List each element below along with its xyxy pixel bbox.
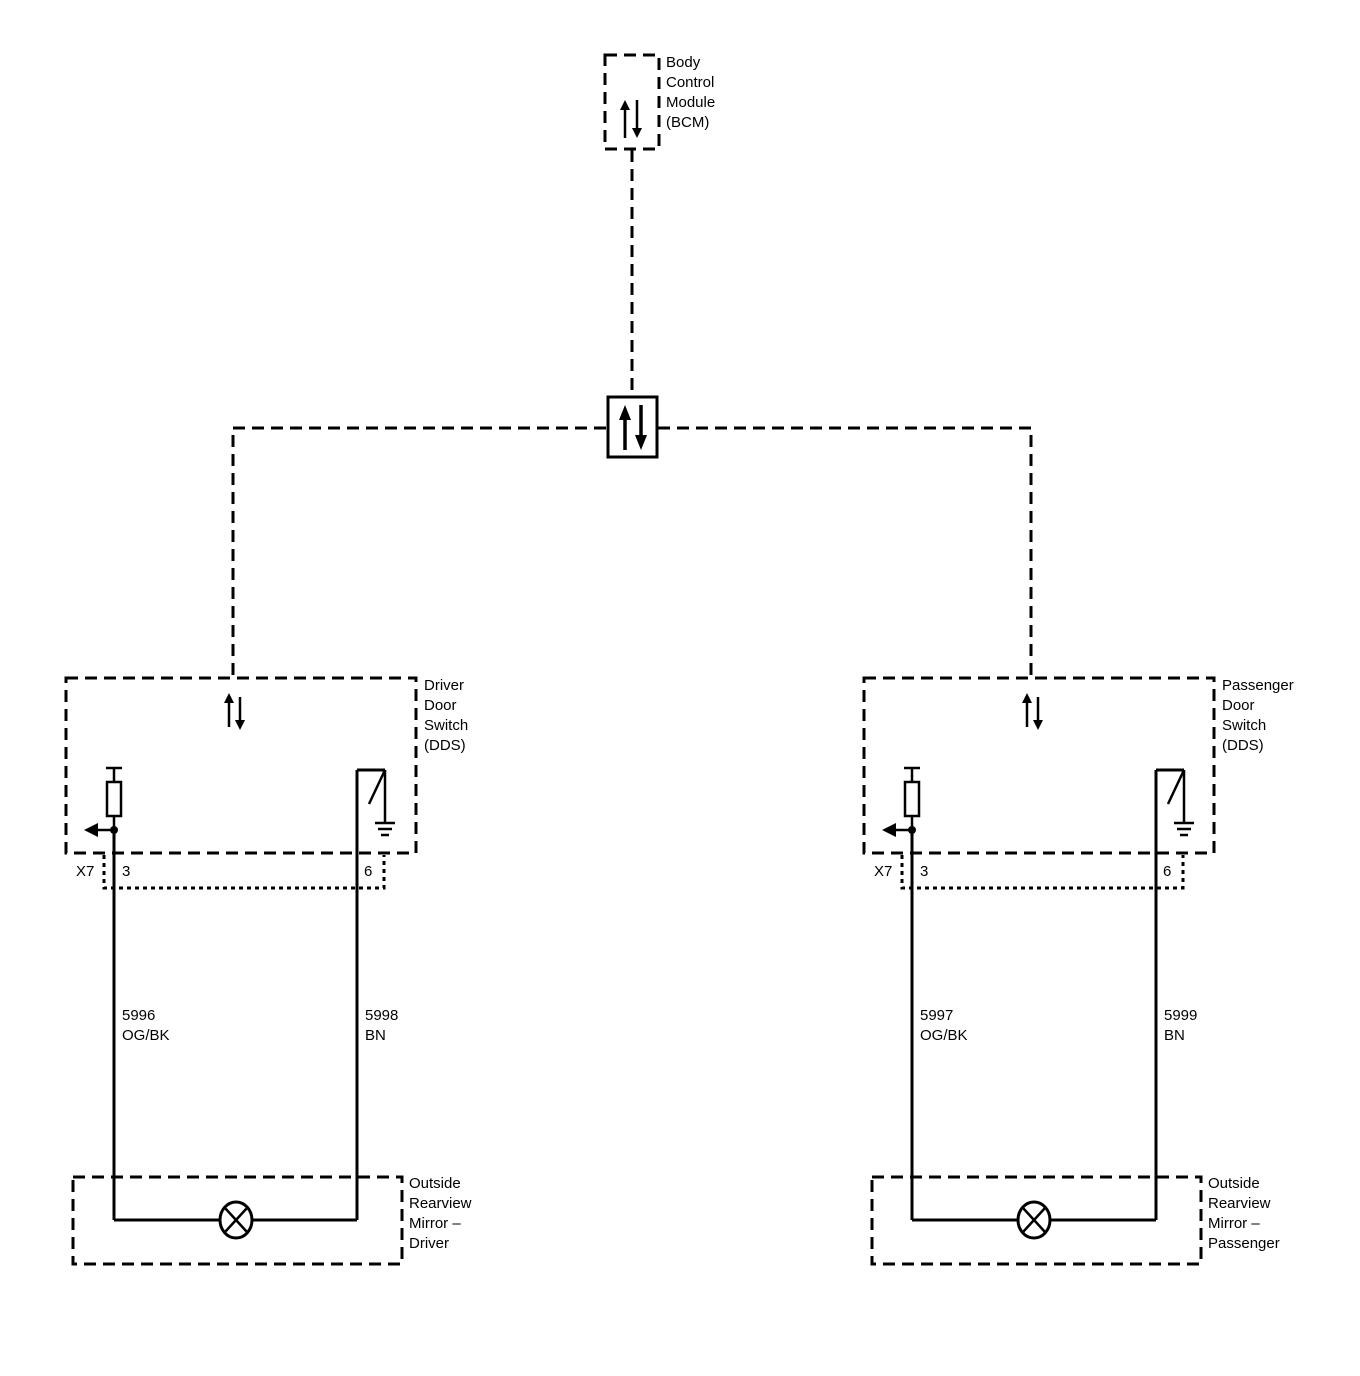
passenger-wire-right-label: 5999 BN — [1164, 1007, 1202, 1044]
serial-data-line-driver — [231, 426, 606, 680]
passenger-pin-left: 3 — [920, 863, 928, 880]
passenger-mirror-box — [870, 1175, 1203, 1266]
driver-pin-left: 3 — [122, 863, 130, 880]
serial-data-line-passenger — [658, 426, 1033, 680]
serial-data-hub — [606, 395, 659, 459]
passenger-connector-x7: X7 3 6 — [874, 855, 1185, 890]
lamp-icon — [1016, 1200, 1052, 1240]
driver-wire-right-label: 5998 BN — [365, 1007, 403, 1044]
driver-switch-label: Driver Door Switch (DDS) — [424, 677, 472, 754]
hub-box — [606, 395, 659, 459]
switch-icon — [357, 768, 387, 812]
driver-connector-label: X7 — [76, 863, 94, 880]
resistor-icon — [105, 766, 123, 834]
bidirectional-arrow-icon — [620, 100, 642, 138]
passenger-pin-right: 6 — [1163, 863, 1171, 880]
bidirectional-arrow-icon — [1022, 693, 1043, 730]
bidirectional-arrow-icon — [224, 693, 245, 730]
passenger-mirror-label: Outside Rearview Mirror – Passenger — [1208, 1175, 1280, 1252]
bcm-box — [603, 53, 661, 151]
passenger-switch-box — [862, 676, 1216, 855]
driver-switch-box — [64, 676, 418, 855]
resistor-icon — [903, 766, 921, 834]
passenger-switch-label: Passenger Door Switch (DDS) — [1222, 677, 1298, 754]
switch-icon — [1156, 768, 1186, 812]
driver-pin-right: 6 — [364, 863, 372, 880]
passenger-connector-label: X7 — [874, 863, 892, 880]
output-arrow-icon — [882, 823, 912, 837]
lamp-icon — [218, 1200, 254, 1240]
bcm-label: Body Control Module (BCM) — [666, 54, 719, 131]
output-arrow-icon — [84, 823, 114, 837]
driver-connector-x7: X7 3 6 — [76, 855, 386, 890]
driver-mirror-label: Outside Rearview Mirror – Driver — [409, 1175, 476, 1252]
ground-icon — [1174, 812, 1194, 837]
driver-mirror-box — [71, 1175, 404, 1266]
passenger-door-switch: Passenger Door Switch (DDS) — [862, 676, 1298, 890]
bcm-module: Body Control Module (BCM) — [603, 53, 719, 151]
passenger-mirror: Outside Rearview Mirror – Passenger — [870, 1175, 1280, 1266]
bidirectional-arrow-icon — [619, 405, 647, 450]
ground-icon — [375, 812, 395, 837]
driver-mirror: Outside Rearview Mirror – Driver — [71, 1175, 476, 1266]
driver-wire-left-label: 5996 OG/BK — [122, 1007, 170, 1044]
passenger-wire-left-label: 5997 OG/BK — [920, 1007, 968, 1044]
driver-door-switch: Driver Door Switch (DDS) — [64, 676, 472, 890]
